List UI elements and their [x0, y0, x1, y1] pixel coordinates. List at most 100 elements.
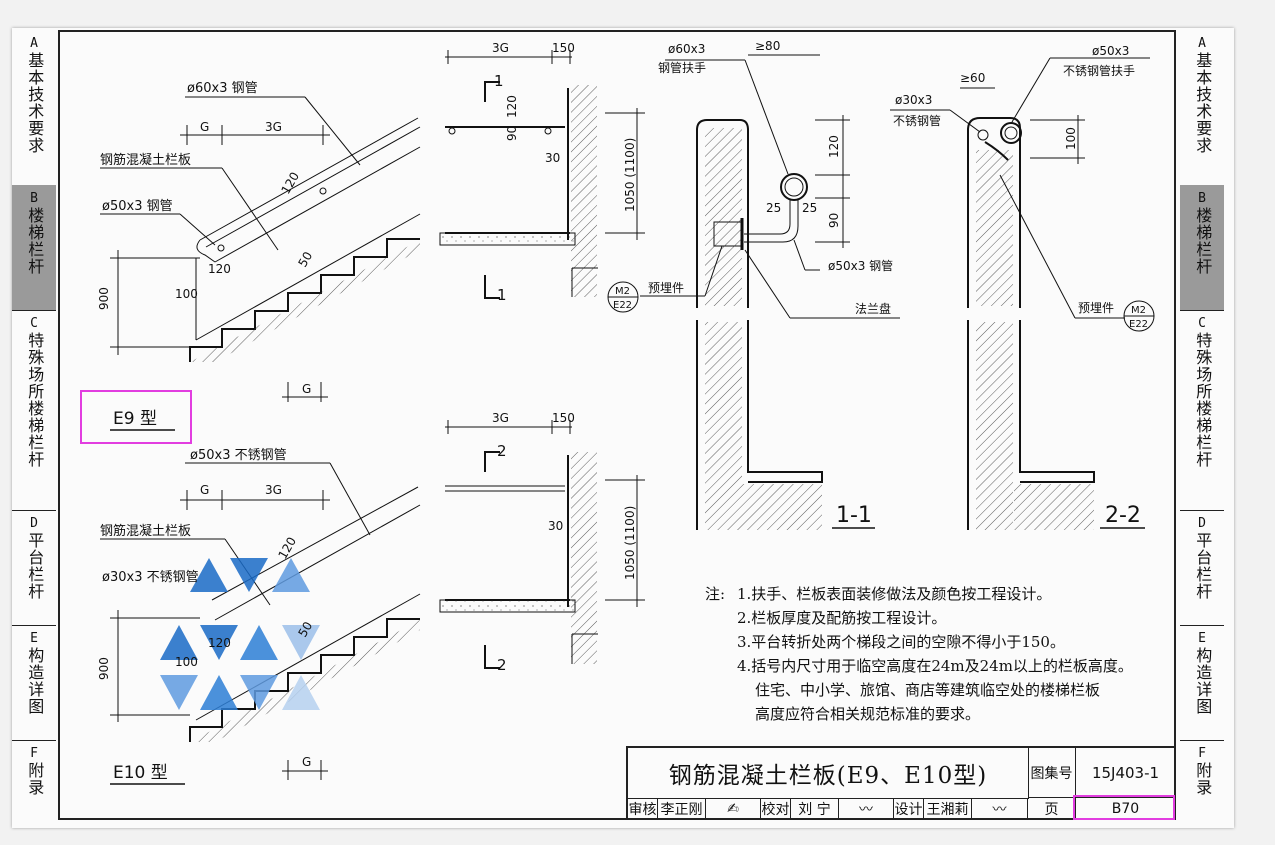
section-mark-2 — [484, 451, 500, 472]
leader-line — [949, 109, 981, 133]
leader-line — [179, 213, 216, 246]
sec2-slab-top — [967, 117, 1021, 308]
note-row: 4.括号内尺寸用于临空高度在24m及24m以上的栏板高度。 — [705, 654, 1165, 678]
e10-pipe30-label: ø30x3 不锈钢管 — [102, 570, 199, 585]
tab-label: 基本技术要求 — [25, 52, 45, 154]
check-label: 校对 — [761, 798, 791, 820]
e9-handrail — [199, 117, 419, 241]
sec1-handrail-pipe-inner — [784, 177, 804, 197]
note-row: 3.平台转折处两个梯段之间的空隙不得小于150。 — [705, 630, 1165, 654]
e10-pipe50-label: ø50x3 不锈钢管 — [190, 448, 287, 463]
plan2-wall-hatch — [571, 452, 597, 664]
watermark-triangle — [160, 625, 198, 660]
design-label: 设计 — [894, 798, 924, 820]
sec2-handrail-pipe-inner — [1004, 126, 1018, 140]
atlas-number: 15J403-1 — [1076, 748, 1176, 798]
e9-elevation — [100, 96, 421, 402]
leader-line — [221, 167, 279, 251]
e10-dim-50: 50 — [295, 619, 315, 639]
sec1-bracket — [744, 200, 791, 235]
e10-dim-100: 100 — [175, 655, 198, 669]
plan1-dim-30: 30 — [545, 151, 560, 165]
e10-slab-bottom — [195, 593, 421, 721]
e10-type-label: E10 型 — [113, 763, 168, 783]
plan2-dim-150: 150 — [552, 411, 575, 425]
sec1-bracket — [744, 200, 799, 243]
e10-stair-steps — [189, 618, 420, 742]
tab-letter: D — [30, 516, 38, 531]
plan1-labels: 3G 150 120 90 30 1050 (1100) 1 1 — [492, 41, 637, 304]
sec2-handrail-pipe — [1000, 122, 1022, 144]
sec2-pipe50: ø50x3 — [1092, 44, 1129, 58]
e9-type-label: E9 型 — [113, 409, 157, 429]
tab-label: 附录 — [25, 762, 45, 796]
plan1-dim-height: 1050 (1100) — [623, 138, 637, 212]
tab-letter: C — [1198, 316, 1206, 331]
sec1-handrail-label: 钢管扶手 — [658, 60, 706, 75]
sec1-title: 1-1 — [836, 503, 872, 528]
watermark-triangle — [282, 675, 320, 710]
e10-dim-120b: 120 — [208, 636, 231, 650]
e9-slab-top — [214, 146, 421, 263]
watermark-triangle — [190, 558, 228, 592]
sec2-title: 2-2 — [1105, 503, 1141, 528]
watermark-triangle — [160, 675, 198, 710]
tab-label: 特殊场所楼梯栏杆 — [25, 332, 45, 468]
plan2-dim-height: 1050 (1100) — [623, 506, 637, 580]
e10-dim-3g: 3G — [265, 483, 282, 497]
tab-letter: A — [1198, 36, 1206, 51]
drawing-title: 钢筋混凝土栏板(E9、E10型) — [628, 748, 1029, 799]
e9-pipe60-label: ø60x3 钢管 — [187, 81, 258, 96]
e9-dim-g2: G — [302, 382, 311, 396]
watermark-triangle — [272, 558, 310, 592]
note-row: 注:1.扶手、栏板表面装修做法及颜色按工程设计。 — [705, 582, 1165, 606]
plan1-mark-bottom: 1 — [497, 286, 507, 304]
e9-stair-hatch — [190, 240, 420, 362]
note-item: 高度应符合相关规范标准的要求。 — [755, 705, 981, 723]
sec2-embed-plate — [984, 141, 1009, 161]
sec1-ref-top: M2 — [615, 286, 630, 297]
sec1-slab-top — [696, 119, 749, 308]
watermark-triangle — [200, 625, 238, 660]
sec1-dim-80: ≥80 — [755, 39, 780, 53]
checker-signature: 〰 — [839, 798, 894, 820]
tab-label: 平台栏杆 — [25, 532, 45, 600]
sec1-dim-25a: 25 — [766, 201, 781, 215]
note-item: 4.括号内尺寸用于临空高度在24m及24m以上的栏板高度。 — [737, 657, 1133, 675]
plan2-dim-30: 30 — [548, 519, 563, 533]
sec2-handrail-label: 不锈钢管扶手 — [1063, 63, 1135, 78]
section-mark-1 — [484, 275, 500, 299]
sec1-flange-label: 法兰盘 — [855, 301, 891, 316]
plan2-dim-3g: 3G — [492, 411, 509, 425]
e10-dim-120: 120 — [275, 535, 299, 562]
plan-2 — [439, 420, 645, 669]
note-item: 住宅、中小学、旅馆、商店等建筑临空处的楼梯栏板 — [755, 681, 1101, 699]
leader-line — [1011, 57, 1051, 123]
sec2-ref-bottom: E22 — [1129, 319, 1148, 330]
e9-pipe-section — [217, 244, 225, 252]
sec2-small-pipe — [977, 129, 989, 141]
sec1-floor-hatch — [742, 484, 822, 530]
e9-pipe50-label: ø50x3 钢管 — [102, 199, 173, 214]
e9-slab-bottom — [195, 213, 421, 341]
tab-letter: F — [30, 746, 38, 761]
e9-dim-120: 120 — [278, 170, 302, 197]
page-label: 页 — [1028, 798, 1076, 820]
plan1-mark-top: 1 — [494, 72, 504, 90]
leader-line — [999, 174, 1076, 319]
designer-name: 王湘莉 — [924, 798, 972, 820]
plan1-pipe — [448, 127, 456, 135]
notes-label: 注: — [705, 585, 726, 603]
plan1-floor — [439, 232, 576, 246]
